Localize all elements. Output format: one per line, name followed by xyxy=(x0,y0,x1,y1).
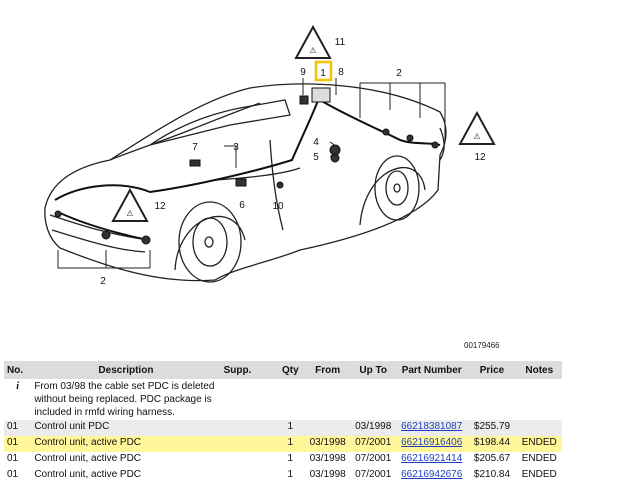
warning-triangle-icon: ⚠ xyxy=(294,24,332,59)
part-number-link[interactable]: 66216942676 xyxy=(401,469,463,480)
callout-labels: 1 2 2 3 4 5 6 7 8 9 10 11 12 12 xyxy=(100,37,486,287)
figure-id: 00179466 xyxy=(464,341,500,350)
table-row: 01 Control unit PDC 1 03/1998 6621838108… xyxy=(4,420,562,436)
warning-triangles: ⚠ ⚠ ⚠ xyxy=(111,24,496,222)
callout-label[interactable]: 8 xyxy=(338,67,344,78)
part-number-link[interactable]: 66218381087 xyxy=(401,421,463,432)
callout-highlight xyxy=(314,60,333,82)
leader-lines xyxy=(57,78,446,269)
callout-label[interactable]: 6 xyxy=(239,200,245,211)
table-row: 01 Control unit, active PDC 1 03/1998 07… xyxy=(7,453,557,464)
note-text: From 03/98 the cable set PDC is deleted … xyxy=(34,381,215,418)
callout-label[interactable]: 1 xyxy=(320,68,326,79)
col-header-from: From xyxy=(304,361,351,379)
col-header-notes: Notes xyxy=(516,361,562,379)
col-header-no: No. xyxy=(4,361,32,379)
col-header-part-number: Part Number xyxy=(395,361,468,379)
callout-label[interactable]: 12 xyxy=(474,152,486,163)
warning-triangle-icon: ⚠ xyxy=(458,110,496,145)
part-number-link[interactable]: 66216916406 xyxy=(401,437,463,448)
col-header-supp: Supp. xyxy=(220,361,276,379)
callout-label[interactable]: 2 xyxy=(100,276,106,287)
col-header-description: Description xyxy=(31,361,221,379)
svg-text:⚠: ⚠ xyxy=(126,209,133,218)
parts-table: No. Description Supp. Qty From Up To Par… xyxy=(4,361,562,484)
parts-diagram: ⚠ ⚠ ⚠ 1 2 2 3 4 5 6 7 8 9 10 11 12 12 xyxy=(44,24,496,287)
callout-label[interactable]: 12 xyxy=(154,201,166,212)
info-icon[interactable]: i xyxy=(16,381,20,392)
table-header-row: No. Description Supp. Qty From Up To Par… xyxy=(4,361,562,379)
part-number-link[interactable]: 66216921414 xyxy=(401,453,463,464)
col-header-qty: Qty xyxy=(275,361,305,379)
col-header-price: Price xyxy=(467,361,517,379)
car-outline xyxy=(44,83,447,283)
table-row-note: i From 03/98 the cable set PDC is delete… xyxy=(4,379,562,420)
callout-label[interactable]: 10 xyxy=(272,201,284,212)
svg-text:⚠: ⚠ xyxy=(473,132,480,141)
callout-label[interactable]: 11 xyxy=(335,37,346,48)
callout-label[interactable]: 3 xyxy=(233,142,239,153)
callout-label[interactable]: 5 xyxy=(313,152,319,163)
table-row: 01 Control unit, active PDC 1 03/1998 07… xyxy=(7,469,557,480)
callout-label[interactable]: 2 xyxy=(396,68,402,79)
callout-label[interactable]: 4 xyxy=(313,137,319,148)
warning-triangle-icon: ⚠ xyxy=(111,187,149,222)
table-row-highlighted: 01 Control unit, active PDC 1 03/1998 07… xyxy=(4,436,562,452)
callout-label[interactable]: 7 xyxy=(192,142,198,153)
components xyxy=(54,87,439,245)
col-header-upto: Up To xyxy=(350,361,396,379)
car-diagram-svg: ⚠ ⚠ ⚠ 1 2 2 3 4 5 6 7 8 9 10 11 12 12 xyxy=(44,24,496,287)
wiring-harness xyxy=(54,94,441,241)
callout-label[interactable]: 9 xyxy=(300,67,306,78)
svg-text:⚠: ⚠ xyxy=(309,46,316,55)
